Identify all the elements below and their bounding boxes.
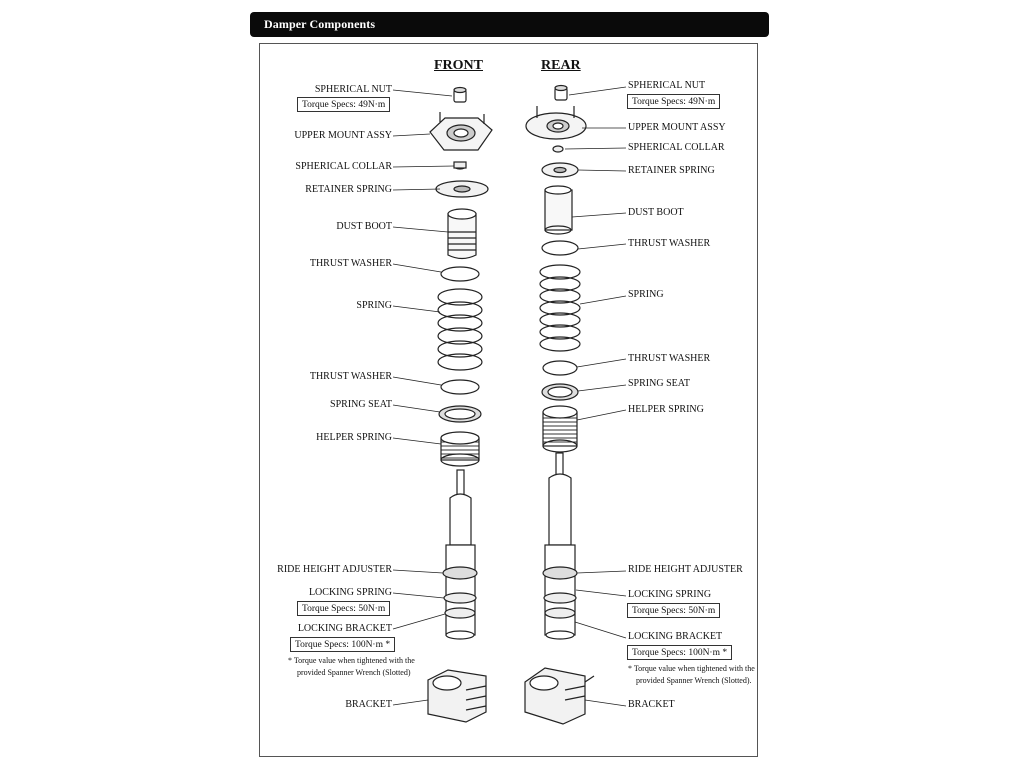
rear-spring-seat-part [541,383,579,401]
front-upper-mount-part [429,112,493,151]
rear-thrust-washer-bottom-part [542,360,578,376]
front-label-spherical-nut: SPHERICAL NUT [314,84,392,95]
front-spherical-collar-part [453,161,467,170]
front-torque-locking-bracket: Torque Specs: 100N·m * [290,637,396,652]
front-label-spring-seat: SPRING SEAT [330,399,392,410]
rear-label-spherical-collar: SPHERICAL COLLAR [628,142,725,153]
rear-label-upper-mount: UPPER MOUNT ASSY [628,122,726,133]
rear-label-bracket: BRACKET [628,699,675,710]
front-label-ride-height-adjuster: RIDE HEIGHT ADJUSTER [277,564,392,575]
rear-label-helper-spring: HELPER SPRING [628,404,704,415]
rear-spring-part [539,264,581,352]
rear-label-dust-boot: DUST BOOT [628,207,684,218]
rear-torque-locking-bracket: Torque Specs: 100N·m * [627,645,733,660]
front-damper-body-part [442,469,478,640]
front-column-title: FRONT [434,58,483,73]
front-label-thrust-washer-bottom: THRUST WASHER [309,371,392,382]
rear-label-spring: SPRING [628,289,664,300]
rear-torque-locking-spring: Torque Specs: 50N·m [627,603,721,618]
rear-spherical-collar-part [552,145,564,153]
rear-thrust-washer-top-part [541,240,579,256]
rear-note-line1: * Torque value when tightened with the [628,664,755,673]
front-label-thrust-washer-top: THRUST WASHER [309,258,392,269]
front-torque-spherical-nut: Torque Specs: 49N·m [297,97,391,112]
front-spring-part [437,288,483,371]
rear-damper-body-part [542,452,578,640]
front-label-helper-spring: HELPER SPRING [316,432,392,443]
front-spherical-nut-part [453,86,467,103]
front-thrust-washer-bottom-part [440,379,480,395]
rear-helper-spring-part [542,405,578,453]
rear-label-thrust-washer-bottom: THRUST WASHER [628,353,711,364]
front-label-spring: SPRING [356,300,392,311]
front-label-spherical-collar: SPHERICAL COLLAR [295,161,392,172]
front-label-bracket: BRACKET [345,699,392,710]
rear-label-spring-seat: SPRING SEAT [628,378,690,389]
rear-retainer-spring-part [541,162,579,178]
front-spring-seat-part [438,405,482,423]
front-label-upper-mount: UPPER MOUNT ASSY [294,130,392,141]
front-bracket-part [427,669,487,723]
front-retainer-spring-part [435,180,489,198]
rear-label-ride-height-adjuster: RIDE HEIGHT ADJUSTER [628,564,743,575]
rear-column-title: REAR [541,58,581,73]
front-label-locking-bracket: LOCKING BRACKET [297,623,392,634]
diagram-frame [259,43,758,757]
front-dust-boot-part [447,208,477,260]
section-title: Damper Components [264,17,376,31]
front-label-dust-boot: DUST BOOT [336,221,392,232]
rear-label-spherical-nut: SPHERICAL NUT [628,80,706,91]
front-helper-spring-part [440,431,480,467]
rear-torque-spherical-nut: Torque Specs: 49N·m [627,94,721,109]
rear-label-locking-spring: LOCKING SPRING [628,589,712,600]
front-label-locking-spring: LOCKING SPRING [308,587,392,598]
rear-label-retainer-spring: RETAINER SPRING [628,165,715,176]
rear-label-locking-bracket: LOCKING BRACKET [628,631,723,642]
rear-note-line2: provided Spanner Wrench (Slotted). [636,676,752,685]
section-header: Damper Components [250,12,769,37]
front-note-line2: provided Spanner Wrench (Slotted) [297,668,411,677]
rear-spherical-nut-part [554,84,568,101]
front-note-line1: * Torque value when tightened with the [288,656,415,665]
front-label-retainer-spring: RETAINER SPRING [305,184,392,195]
rear-label-thrust-washer-top: THRUST WASHER [628,238,711,249]
rear-bracket-part [524,667,595,725]
rear-upper-mount-part [525,106,587,140]
front-torque-locking-spring: Torque Specs: 50N·m [297,601,391,616]
rear-dust-boot-part [544,185,573,235]
front-thrust-washer-top-part [440,266,480,282]
